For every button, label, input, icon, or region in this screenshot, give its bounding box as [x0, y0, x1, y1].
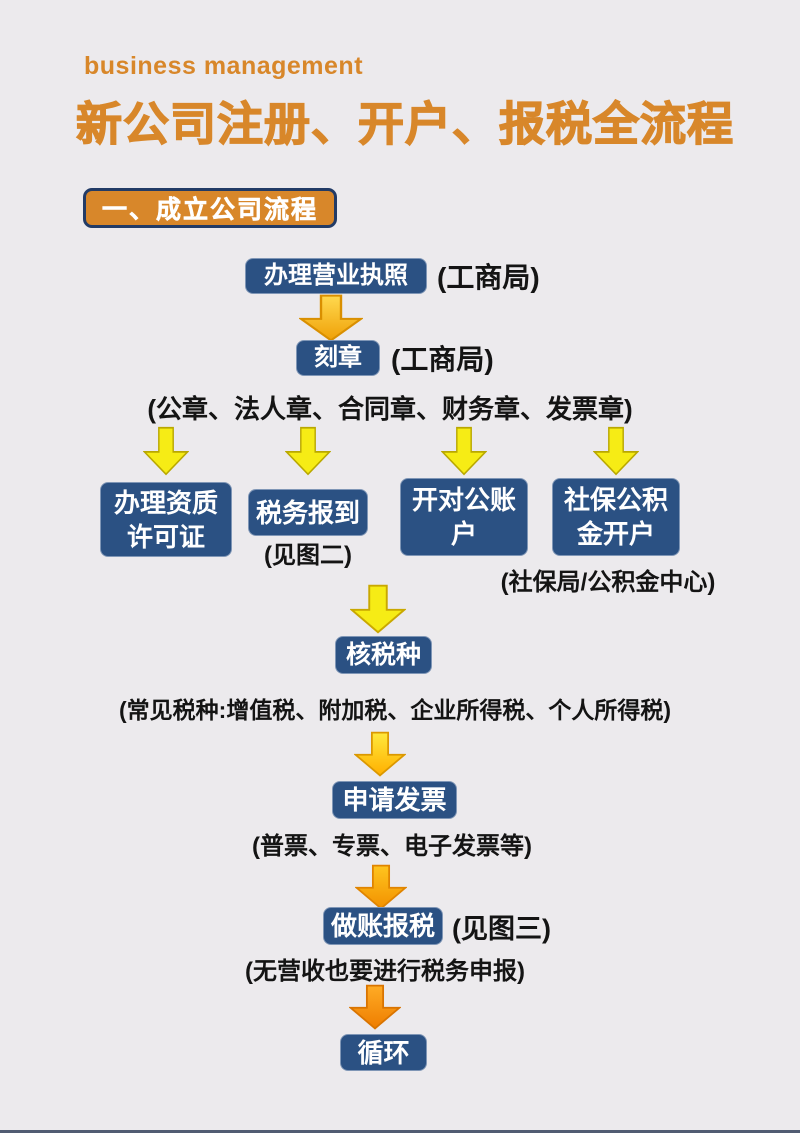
step-box-business-license-label: 办理营业执照: [264, 262, 408, 289]
step-box-apply-invoices-label: 申请发票: [342, 785, 447, 815]
page-title: 新公司注册、开户、报税全流程: [75, 97, 734, 150]
note-see-figure-three: (见图三): [452, 913, 551, 944]
branch-box-corporate-bank-account: 开对公账户: [400, 478, 528, 556]
eyebrow-text: business management: [84, 52, 364, 80]
branch-box-qualification-permit: 办理资质许可证: [100, 482, 232, 557]
arrow-down-icon: [285, 426, 331, 476]
arrow-down-icon: [349, 984, 401, 1030]
branch-box-tax-registration-label: 税务报到: [255, 497, 360, 528]
arrow-down-icon: [355, 864, 407, 910]
branch-box-social-insurance-housing-fund: 社保公积金开户: [552, 478, 680, 556]
branch-box-tax-registration: 税务报到: [248, 489, 368, 536]
caption-invoice-types: (普票、专票、电子发票等): [252, 833, 532, 860]
caption-common-tax-types: (常见税种:增值税、附加税、企业所得税、个人所得税): [119, 697, 671, 723]
step-box-seal-carving-label: 刻章: [314, 344, 362, 371]
caption-file-even-without-revenue: (无营收也要进行税务申报): [245, 958, 525, 985]
step-box-business-license: 办理营业执照: [245, 258, 427, 294]
bottom-edge-line: [0, 1130, 800, 1133]
section-badge-label: 一、成立公司流程: [102, 196, 319, 225]
step-box-bookkeeping-tax-filing-label: 做账报税: [330, 911, 435, 941]
step-box-verify-tax-types-label: 核税种: [345, 641, 421, 669]
step-box-verify-tax-types: 核税种: [335, 636, 432, 674]
arrow-down-icon: [593, 426, 639, 476]
section-badge: 一、成立公司流程: [83, 188, 338, 228]
step-box-seal-carving: 刻章: [296, 340, 380, 376]
branch-box-corporate-bank-account-label: 开对公账户: [412, 485, 517, 549]
step-box-bookkeeping-tax-filing: 做账报税: [323, 907, 443, 945]
step-box-apply-invoices: 申请发票: [332, 781, 457, 819]
arrow-down-icon: [354, 731, 406, 777]
arrow-down-icon: [441, 426, 487, 476]
branch-box-social-insurance-housing-fund-label: 社保公积金开户: [564, 485, 669, 549]
step-box-cycle-label: 循环: [357, 1037, 410, 1068]
caption-social-insurance-bureau: (社保局/公积金中心): [500, 569, 716, 596]
arrow-down-icon: [299, 294, 363, 342]
note-business-license: (工商局): [437, 262, 540, 293]
step-box-cycle: 循环: [340, 1034, 427, 1071]
arrow-down-icon: [143, 426, 189, 476]
arrow-down-icon: [350, 584, 406, 634]
note-seal-carving: (工商局): [391, 344, 494, 375]
branch-box-qualification-permit-label: 办理资质许可证: [113, 487, 218, 552]
caption-seal-types: (公章、法人章、合同章、财务章、发票章): [147, 394, 633, 424]
caption-see-figure-two: (见图二): [264, 542, 352, 569]
